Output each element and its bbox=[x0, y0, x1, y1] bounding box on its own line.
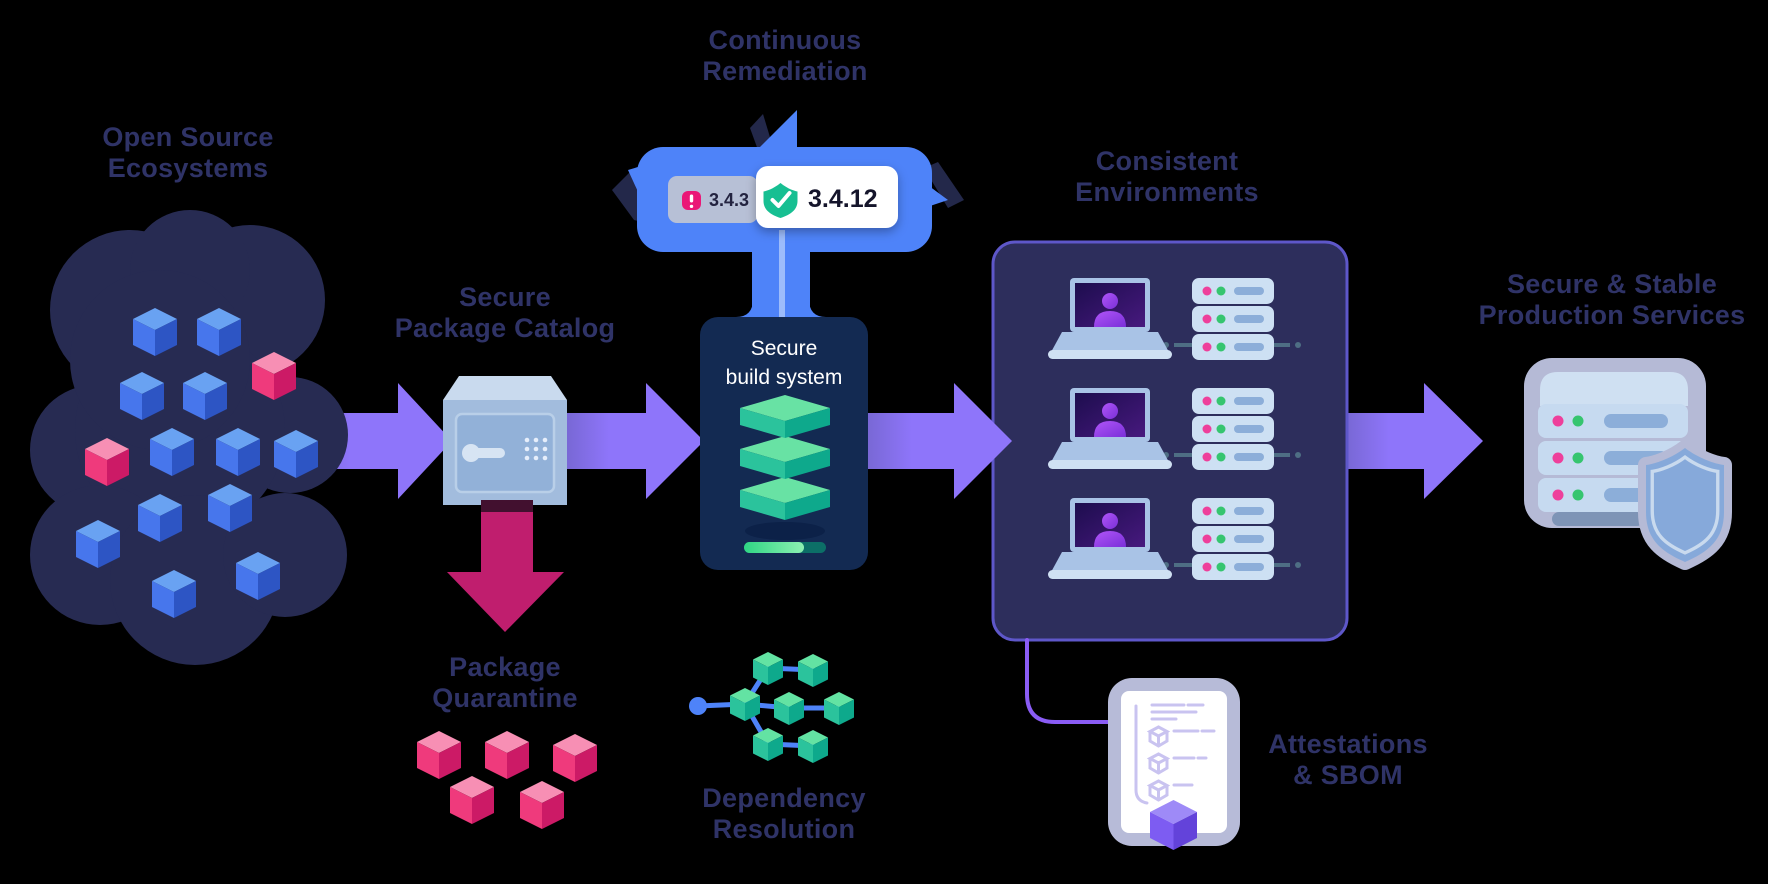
build-label-line2: build system bbox=[726, 366, 843, 389]
dependency-label-line2: Resolution bbox=[713, 814, 856, 844]
fixed-version-chip: 3.4.12 bbox=[756, 166, 898, 228]
fixed-version-text: 3.4.12 bbox=[808, 185, 878, 213]
server-icon bbox=[1192, 498, 1274, 580]
build-stack-icon bbox=[740, 395, 830, 520]
alert-icon bbox=[682, 191, 701, 210]
production-shield-icon bbox=[1638, 440, 1732, 570]
open-source-label-line2: Ecosystems bbox=[108, 153, 269, 183]
attestations-label-line1: Attestations bbox=[1268, 729, 1428, 759]
environments-label-line2: Environments bbox=[1075, 177, 1259, 207]
stem-highlight bbox=[779, 230, 785, 317]
dependency-graph-icon bbox=[689, 652, 854, 763]
flow-arrow-env-to-production bbox=[1338, 383, 1483, 499]
attestations-label-line2: & SBOM bbox=[1293, 760, 1403, 790]
shield-check-icon bbox=[763, 183, 798, 218]
remediation-label-line2: Remediation bbox=[702, 56, 867, 86]
environments-panel bbox=[991, 240, 1349, 642]
sbom-connector-line bbox=[1025, 638, 1110, 724]
environment-row-3 bbox=[1048, 498, 1301, 580]
attestations-sbom: Attestations & SBOM bbox=[1025, 638, 1428, 850]
package-quarantine: Package Quarantine bbox=[417, 500, 597, 829]
environment-row-1 bbox=[1048, 278, 1301, 360]
production-label-line2: Production Services bbox=[1479, 300, 1746, 330]
continuous-remediation: Continuous Remediation 3.4.3 bbox=[612, 25, 964, 317]
flow-arrow-catalog-to-build bbox=[558, 383, 704, 499]
vulnerable-version-text: 3.4.3 bbox=[709, 190, 749, 210]
consistent-environments: Consistent Environments bbox=[991, 146, 1349, 642]
dependency-label-line1: Dependency bbox=[702, 783, 866, 813]
dependency-resolution: Dependency Resolution bbox=[689, 652, 866, 844]
quarantine-label-line2: Quarantine bbox=[432, 683, 578, 713]
production-services: Secure & Stable Production Services bbox=[1479, 269, 1746, 570]
sbom-document-icon bbox=[1108, 678, 1240, 850]
catalog-label-line2: Package Catalog bbox=[395, 313, 616, 343]
open-source-label-line1: Open Source bbox=[102, 122, 273, 152]
safe-icon bbox=[443, 376, 567, 505]
flow-arrow-build-to-env bbox=[858, 383, 1012, 499]
safe-keypad bbox=[524, 437, 548, 461]
build-progress-bar bbox=[744, 542, 826, 553]
build-label-line1: Secure bbox=[751, 337, 818, 360]
quarantine-down-arrow bbox=[447, 512, 564, 632]
secure-build-system: Secure build system bbox=[700, 317, 868, 570]
remediation-label-line1: Continuous bbox=[709, 25, 862, 55]
environments-label-line1: Consistent bbox=[1096, 146, 1239, 176]
quarantined-cubes bbox=[417, 731, 597, 829]
server-icon bbox=[1192, 278, 1274, 360]
catalog-label-line1: Secure bbox=[459, 282, 551, 312]
quarantine-arrow-shadow bbox=[481, 500, 533, 514]
environment-row-2 bbox=[1048, 388, 1301, 470]
open-source-ecosystems-cloud: Open Source Ecosystems bbox=[30, 122, 348, 665]
stack-shadow bbox=[745, 522, 825, 540]
secure-package-catalog: Secure Package Catalog bbox=[395, 282, 616, 505]
quarantine-label-line1: Package bbox=[449, 652, 561, 682]
vulnerable-version-chip: 3.4.3 bbox=[668, 176, 758, 223]
production-label-line1: Secure & Stable bbox=[1507, 269, 1717, 299]
flow-arrow-cloud-to-catalog bbox=[295, 383, 452, 499]
server-icon bbox=[1192, 388, 1274, 470]
